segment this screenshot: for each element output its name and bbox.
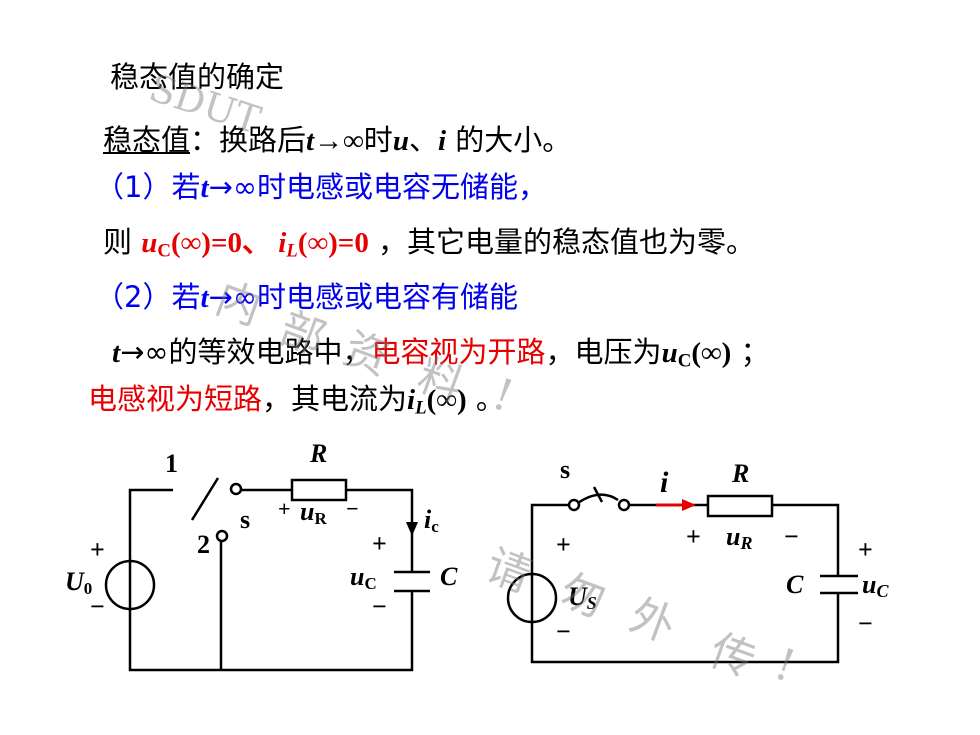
case2b-line: t→∞的等效电路中，电容视为开路，电压为uC(∞) ；	[112, 335, 770, 373]
case2-rest: →∞时电感或电容有储能	[208, 280, 518, 314]
def-end: 的大小。	[446, 123, 572, 157]
case2b-uc: uC(∞)	[661, 337, 732, 372]
def-u: u	[392, 125, 409, 157]
left-ic-arrow	[406, 522, 418, 536]
case2-num: （2）若	[95, 280, 201, 314]
def-part1: 换路后	[219, 123, 307, 157]
right-label-i: i	[660, 466, 669, 499]
left-label-cap: C	[440, 562, 458, 591]
right-label-plus-r: +	[686, 522, 701, 551]
right-switch-contact-left	[567, 498, 581, 512]
left-label-s: s	[240, 505, 250, 534]
left-label-uc: uC	[350, 562, 377, 593]
case1-line: （1）若t→∞时电感或电容无储能，	[95, 170, 547, 206]
title-text: 稳态值的确定	[110, 60, 285, 94]
case2c-p1: ，其电流为	[262, 382, 408, 416]
case1b-line: 则 uC(∞)=0、 iL(∞)=0 ，其它电量的稳态值也为零。	[103, 225, 755, 263]
right-label-minus-src: −	[556, 617, 571, 646]
case2b-open-circuit: 电容视为开路	[371, 335, 546, 369]
case1-num: （1）若	[95, 170, 201, 204]
left-resistor	[290, 478, 348, 502]
right-label-uc: uC	[862, 570, 889, 601]
case1b-uc: uC(∞)=0、	[141, 227, 279, 262]
right-wire-src-top	[530, 503, 570, 578]
circuit-right	[506, 486, 858, 664]
left-wire-src-bottom	[128, 591, 414, 672]
case2-t: t	[200, 282, 209, 314]
left-label-minus-src: −	[90, 592, 105, 621]
left-wire-right	[346, 488, 414, 572]
right-switch-contact-right	[617, 498, 631, 512]
circuit-figure: 1 2 s R + uR − ic + uC − C + U0 −	[65, 439, 889, 672]
case2b-p2: ，电压为	[545, 335, 662, 369]
definition-line: 稳态值：换路后t→∞时u、i 的大小。	[103, 123, 571, 159]
left-switch-blade	[190, 477, 220, 521]
left-label-ic: ic	[424, 505, 439, 536]
def-i: i	[437, 125, 447, 157]
def-sep: 、	[408, 123, 438, 157]
def-arrow: →∞	[314, 125, 364, 157]
left-label-ur: uR	[300, 497, 327, 528]
left-label-u0: U0	[65, 567, 92, 598]
case2-line: （2）若t→∞时电感或电容有储能	[95, 280, 518, 316]
left-switch-contact-2	[215, 529, 229, 543]
right-resistor	[706, 494, 774, 518]
right-label-plus-src: +	[556, 530, 571, 559]
left-label-1: 1	[165, 449, 178, 478]
case2b-p1: →∞的等效电路中，	[120, 335, 372, 369]
right-switch-tick	[592, 486, 604, 503]
right-label-minus-r: −	[784, 522, 799, 551]
left-label-plus-r: +	[278, 496, 291, 521]
right-label-s: s	[560, 455, 570, 484]
case2b-end: ；	[731, 335, 770, 369]
right-label-minus-c: −	[858, 609, 873, 638]
def-t: t	[306, 125, 315, 157]
circuit-left	[104, 477, 430, 672]
right-label-plus-c: +	[858, 535, 873, 564]
left-label-minus-c: −	[372, 592, 387, 621]
left-wire-src-top	[128, 488, 173, 565]
case2c-il: iL(∞)	[407, 384, 467, 419]
case1b-post: ，其它电量的稳态值也为零。	[368, 225, 756, 259]
case2b-t: t	[112, 337, 121, 369]
left-label-2: 2	[197, 530, 210, 559]
left-label-r: R	[309, 439, 327, 468]
case2c-end: 。	[466, 382, 505, 416]
right-label-cap: C	[786, 570, 804, 599]
right-wire-src-bottom	[530, 593, 840, 664]
case1b-pre: 则	[103, 225, 142, 259]
term-steady-value: 稳态值	[103, 123, 191, 157]
left-label-minus-r: −	[346, 496, 359, 521]
right-label-r: R	[731, 459, 749, 488]
left-switch-contact-top	[229, 482, 243, 496]
case2c-short-circuit: 电感视为短路	[88, 382, 263, 416]
right-wire-right	[772, 503, 840, 576]
left-label-plus-src: +	[90, 535, 105, 564]
case1-t: t	[200, 172, 209, 204]
slide-title: 稳态值的确定	[110, 60, 284, 95]
right-label-us: US	[568, 582, 597, 613]
case2c-line: 电感视为短路，其电流为iL(∞) 。	[88, 382, 505, 420]
right-i-arrow-head	[682, 499, 696, 511]
left-label-plus-c: +	[372, 529, 387, 558]
def-time: 时	[363, 123, 393, 157]
right-label-ur: uR	[726, 522, 752, 553]
def-colon: ：	[190, 123, 220, 157]
case1b-il: iL(∞)=0	[278, 227, 369, 262]
case1-rest: →∞时电感或电容无储能，	[208, 170, 547, 204]
